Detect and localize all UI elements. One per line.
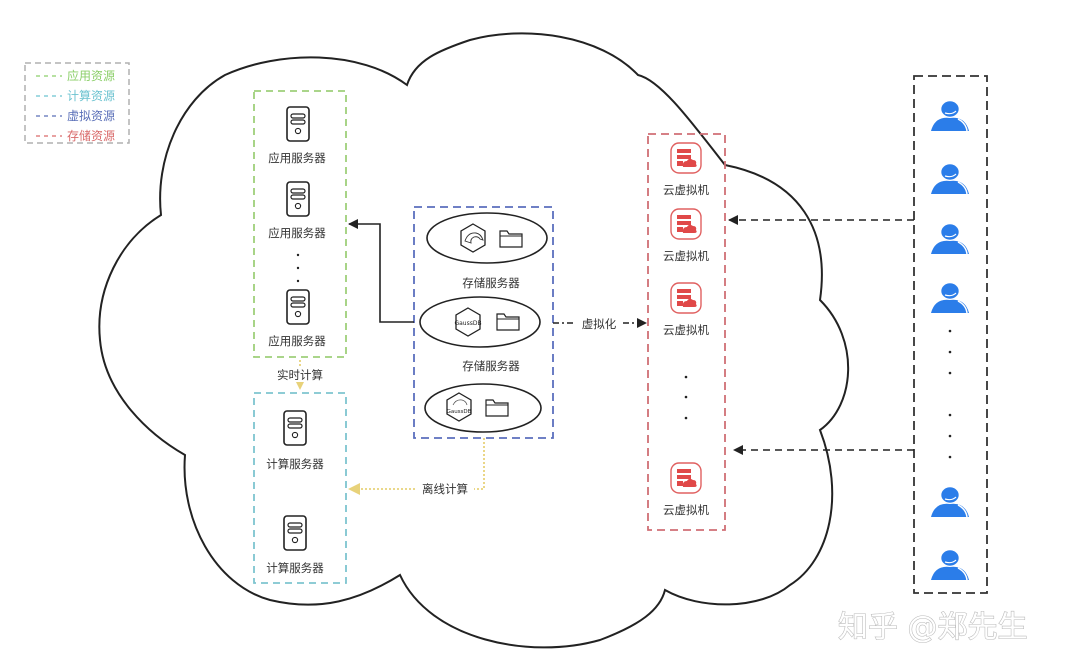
server-icon — [286, 106, 310, 142]
cloud-vm-icon — [670, 282, 702, 314]
compute-server-1[interactable]: 计算服务器 — [266, 410, 324, 471]
app-server-1-label: 应用服务器 — [268, 151, 326, 165]
app-server-3-label: 应用服务器 — [268, 334, 326, 348]
user-4[interactable] — [930, 282, 970, 314]
cloud-vm-icon — [670, 208, 702, 240]
user-1[interactable] — [930, 100, 970, 132]
user-icon — [930, 549, 970, 581]
compute-resource-group — [253, 392, 347, 584]
user-5[interactable] — [930, 486, 970, 518]
user-icon — [930, 282, 970, 314]
app-ellipsis — [296, 253, 300, 283]
storage-node-1[interactable] — [426, 212, 548, 264]
dolphin-icon — [464, 232, 484, 244]
storage-node-2[interactable]: GaussDB — [419, 296, 541, 348]
storage-node-3[interactable]: GaussDB — [424, 383, 542, 433]
storage-node-1-label: 存储服务器 — [462, 276, 520, 290]
offline-label: 离线计算 — [422, 482, 468, 496]
realtime-label-bg — [272, 366, 328, 382]
cloud-vm-3-label: 云虚拟机 — [663, 323, 709, 337]
legend-label-1: 应用资源 — [67, 68, 115, 83]
users-ellipsis-1 — [948, 329, 952, 375]
offline-label-bg — [416, 481, 474, 497]
cloud-vm-1[interactable]: 云虚拟机 — [663, 142, 709, 197]
user-icon — [930, 223, 970, 255]
gaussdb-text: GaussDB — [454, 320, 481, 327]
storage-to-app-arrow — [348, 219, 414, 323]
user-icon — [930, 100, 970, 132]
cloud-vm-4-label: 云虚拟机 — [663, 503, 709, 517]
gaussdb-hex-icon — [446, 392, 472, 422]
app-server-2[interactable]: 应用服务器 — [268, 181, 326, 240]
cloud-vm-icon — [670, 142, 702, 174]
app-server-1[interactable]: 应用服务器 — [268, 106, 326, 165]
user-2[interactable] — [930, 163, 970, 195]
watermark: 知乎 @郑先生 — [838, 610, 1028, 645]
dolphin-icon — [452, 399, 468, 406]
user-3[interactable] — [930, 223, 970, 255]
cloud-vm-2[interactable]: 云虚拟机 — [663, 208, 709, 263]
users-ellipsis-2 — [948, 413, 952, 459]
compute-server-2-label: 计算服务器 — [266, 561, 324, 575]
server-icon — [286, 289, 310, 325]
virtualize-label-bg — [576, 315, 622, 331]
app-resource-group — [253, 90, 347, 358]
virtualize-label: 虚拟化 — [582, 317, 617, 331]
legend-label-2: 计算资源 — [67, 88, 115, 103]
virtual-resource-group — [647, 133, 726, 531]
server-icon — [283, 410, 307, 446]
compute-server-2[interactable]: 计算服务器 — [266, 515, 324, 575]
app-server-2-label: 应用服务器 — [268, 226, 326, 240]
compute-server-1-label: 计算服务器 — [266, 457, 324, 471]
server-icon — [283, 515, 307, 551]
server-icon — [286, 181, 310, 217]
gaussdb-text: GaussDB — [447, 409, 472, 415]
cloud-vm-1-label: 云虚拟机 — [663, 183, 709, 197]
offline-arrow — [348, 438, 485, 495]
cloud-vm-4[interactable]: 云虚拟机 — [663, 462, 709, 517]
user-icon — [930, 486, 970, 518]
cloud-vm-2-label: 云虚拟机 — [663, 249, 709, 263]
legend-label-3: 虚拟资源 — [67, 109, 115, 123]
user-6[interactable] — [930, 549, 970, 581]
legend-label-4: 存储资源 — [67, 128, 115, 143]
app-server-3[interactable]: 应用服务器 — [268, 289, 326, 348]
vm-ellipsis — [684, 375, 688, 420]
cloud-vm-icon — [670, 462, 702, 494]
cloud-vm-3[interactable]: 云虚拟机 — [663, 282, 709, 337]
legend-border — [24, 62, 130, 144]
user-icon — [930, 163, 970, 195]
realtime-label: 实时计算 — [277, 368, 323, 382]
users-group — [913, 75, 988, 594]
storage-node-2-label: 存储服务器 — [462, 359, 520, 373]
